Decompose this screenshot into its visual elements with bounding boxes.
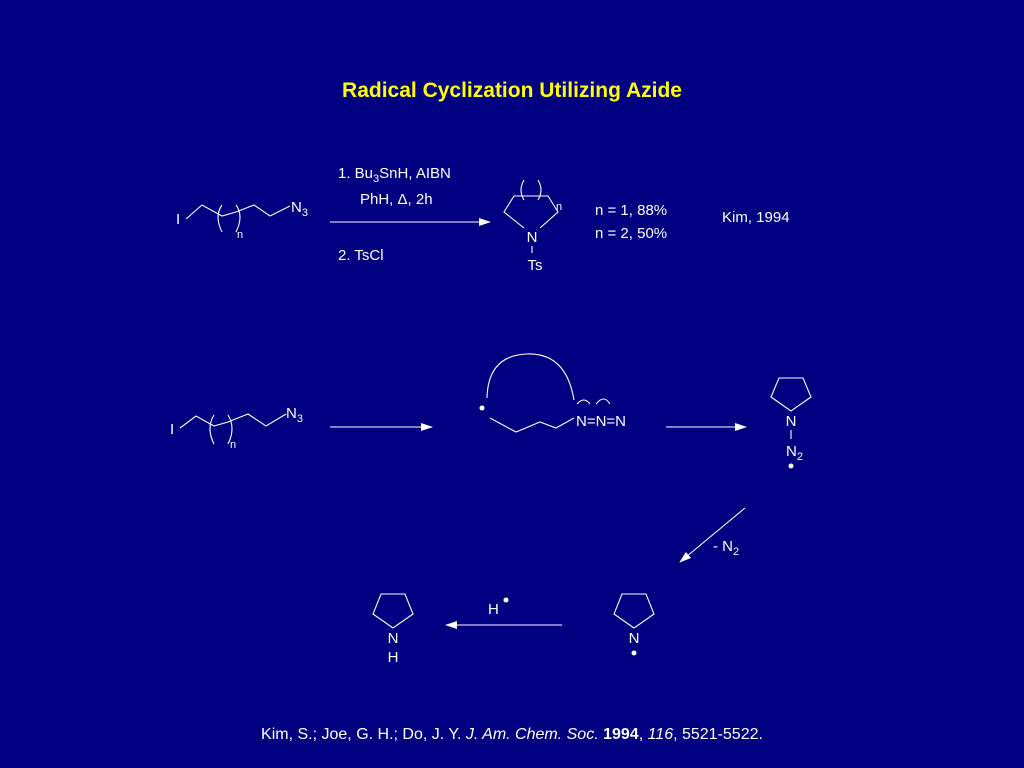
triazene-label: N=N=N <box>576 413 626 430</box>
scheme-1: I n N3 1. Bu3SnH, AIBN PhH, Δ, 2h 2. TsC… <box>176 165 790 274</box>
condition-step2: 2. TsCl <box>338 247 384 264</box>
yield-n2: n = 2, 50% <box>595 225 667 242</box>
h-radical-dot <box>503 597 509 603</box>
electron-arrow-1 <box>576 399 591 405</box>
reference-short: Kim, 1994 <box>722 209 790 226</box>
tether-arc <box>486 353 575 401</box>
citation-journal: J. Am. Chem. Soc. <box>465 726 599 743</box>
mech-repeat-n: n <box>230 439 236 451</box>
citation-pages: , 5521-5522. <box>673 726 763 743</box>
electron-arrow-2 <box>595 398 611 405</box>
nitrogen-radical-dot <box>631 650 637 656</box>
repeat-bracket-left <box>217 204 223 233</box>
mech-alkyl-chain <box>179 413 287 429</box>
radical-chain <box>489 417 575 433</box>
repeat-n-label: n <box>237 229 243 241</box>
yield-n1: n = 1, 88% <box>595 202 667 219</box>
pyrrolidine-N: N <box>388 630 399 647</box>
mech-bracket-right <box>227 414 233 445</box>
condition-step1-line2: PhH, Δ, 2h <box>360 191 433 208</box>
repeat-bracket-right <box>235 204 241 233</box>
mech-iodo-label: I <box>170 421 174 438</box>
mech-arrow-3 <box>679 507 746 563</box>
ring-n-label: n <box>556 201 562 213</box>
mechanism: I n N3 N=N=N N N2 - N2 N H N <box>170 353 812 666</box>
h-atom-label: H <box>488 601 499 618</box>
citation-authors: Kim, S.; Joe, G. H.; Do, J. Y. <box>261 726 466 743</box>
pyrrolidine-ring <box>372 593 414 629</box>
alkyl-chain <box>185 204 291 220</box>
carbon-radical-dot <box>479 405 485 411</box>
aminyl-radical-N: N <box>629 630 640 647</box>
ring-nitrogen: N <box>527 229 538 246</box>
mech-bracket-left <box>209 414 215 445</box>
ring-bracket-left <box>520 179 525 201</box>
citation: Kim, S.; Joe, G. H.; Do, J. Y. J. Am. Ch… <box>261 726 763 743</box>
n2-radical-dot <box>788 463 794 469</box>
slide-title: Radical Cyclization Utilizing Azide <box>342 79 682 102</box>
pyrrolidine-H: H <box>388 649 399 666</box>
citation-volume: 116 <box>647 726 674 743</box>
n2-label: N2 <box>786 443 803 463</box>
tosyl-label: Ts <box>528 257 543 274</box>
aminyl-ring <box>770 377 812 412</box>
aminyl-ring-N: N <box>786 413 797 430</box>
loss-n2-label: - N2 <box>713 538 739 558</box>
azide-label: N3 <box>291 199 308 219</box>
iodo-label: I <box>176 211 180 228</box>
aminyl-radical-ring <box>613 593 655 629</box>
citation-year: 1994 <box>603 726 639 743</box>
product-ring <box>503 195 559 229</box>
ring-bracket-right <box>537 179 542 201</box>
condition-step1-line1: 1. Bu3SnH, AIBN <box>338 165 451 185</box>
mech-azide-label: N3 <box>286 405 303 425</box>
